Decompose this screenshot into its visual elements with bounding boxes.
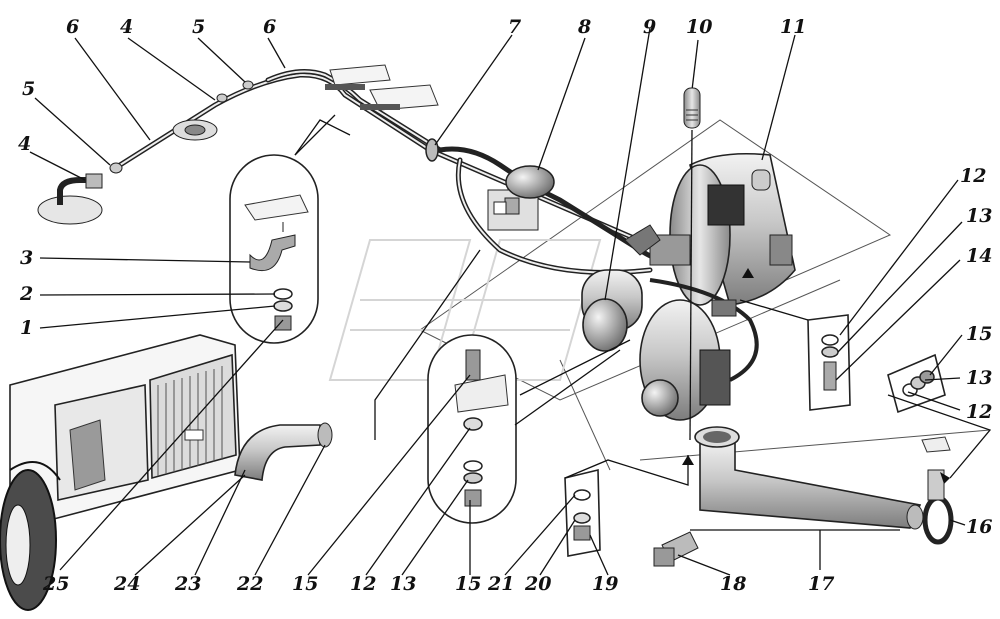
callout-13-b: 13: [966, 367, 992, 389]
callout-15-a: 15: [292, 573, 318, 595]
callout-19: 19: [592, 573, 618, 595]
callout-23: 23: [174, 573, 201, 595]
bus-body: [0, 334, 241, 611]
callout-15-b: 15: [455, 573, 481, 595]
callout-12-a: 12: [350, 573, 376, 595]
callout-14: 14: [966, 245, 992, 267]
exhaust-clamp: [921, 436, 954, 545]
fastener-set-far-right: [887, 353, 946, 414]
callout-2: 2: [19, 283, 33, 305]
callout-4-top: 4: [120, 16, 133, 38]
callout-18: 18: [720, 573, 746, 595]
exhaust-pipe: [694, 426, 924, 530]
callout-20: 20: [524, 573, 551, 595]
callout-4-left: 4: [18, 133, 31, 155]
callout-25: 25: [42, 573, 69, 595]
callout-12-b: 12: [966, 401, 992, 423]
callout-9: 9: [643, 16, 656, 38]
callout-10: 10: [686, 16, 712, 38]
fuel-probe: [683, 87, 701, 129]
callout-3: 3: [20, 247, 33, 269]
fastener-set-right: [807, 314, 851, 411]
callout-11: 11: [780, 16, 806, 38]
callout-7: 7: [508, 16, 521, 38]
callout-labels: 25 24 23 22 15 12 13 15 21 20 19 18 17 1…: [18, 16, 992, 595]
zoom-oval-left: [229, 154, 319, 344]
zoom-oval-center: [427, 334, 517, 524]
callout-5-left: 5: [22, 78, 35, 100]
callout-22: 22: [236, 573, 263, 595]
callout-5-top: 5: [192, 16, 205, 38]
callout-21: 21: [487, 573, 514, 595]
intake-hose: [234, 422, 333, 481]
callout-24: 24: [113, 573, 140, 595]
callout-13-a: 13: [390, 573, 416, 595]
callout-17: 17: [808, 573, 834, 595]
callout-13-c: 13: [966, 205, 992, 227]
callout-15-c: 15: [966, 323, 992, 345]
zoom-connector-lines: [294, 114, 992, 531]
fuel-filter: [487, 165, 555, 231]
fastener-set-bottom: [564, 468, 601, 557]
bolt-18: [653, 531, 699, 567]
leader-lines: [29, 27, 966, 576]
heater-unit: [581, 152, 796, 421]
fuel-pipe-assembly: [37, 64, 665, 275]
callout-6-top-left: 6: [66, 16, 79, 38]
callout-6-top-right: 6: [263, 16, 276, 38]
callout-1: 1: [20, 317, 33, 339]
callout-8: 8: [577, 16, 591, 38]
callout-12-c: 12: [960, 165, 986, 187]
flow-arrows: [682, 268, 950, 484]
callout-16: 16: [966, 516, 992, 538]
